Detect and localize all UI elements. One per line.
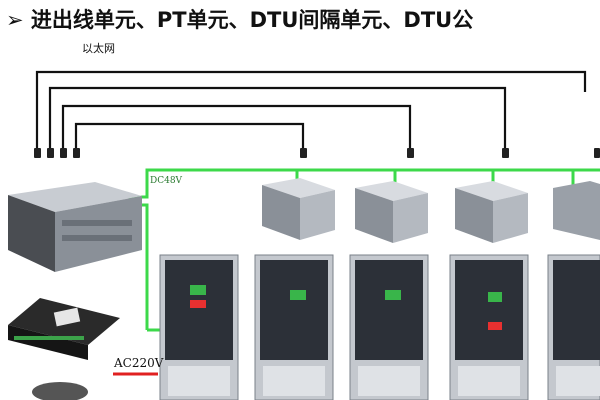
- dtu-box-4: [553, 181, 600, 240]
- slide-title: ➢ 进出线单元、PT单元、DTU间隔单元、DTU公: [6, 8, 474, 32]
- ethernet-lines: [35, 70, 587, 150]
- switchgear-cabinet-5: [547, 254, 600, 400]
- rj45-connectors: [34, 148, 600, 158]
- switchgear-cabinet-4: [449, 254, 529, 400]
- ethernet-line-1: [35, 70, 587, 150]
- ac220v-label: AC220V: [114, 356, 164, 370]
- power-module: [8, 298, 120, 360]
- dtu-box-2: [355, 181, 428, 243]
- dtu-box-3: [455, 181, 528, 243]
- ethernet-line-4: [74, 122, 305, 150]
- rack-device: [8, 182, 142, 272]
- ethernet-line-2: [48, 86, 507, 150]
- switchgear-cabinet-3: [349, 254, 429, 400]
- bottom-device: [32, 382, 88, 400]
- dc48v-label: DC48V: [150, 176, 183, 186]
- ethernet-line-3: [61, 104, 412, 150]
- dtu-box-1: [262, 178, 335, 240]
- switchgear-cabinet-1: [159, 254, 239, 400]
- ethernet-label: 以太网: [82, 42, 115, 55]
- switchgear-cabinet-2: [254, 254, 334, 400]
